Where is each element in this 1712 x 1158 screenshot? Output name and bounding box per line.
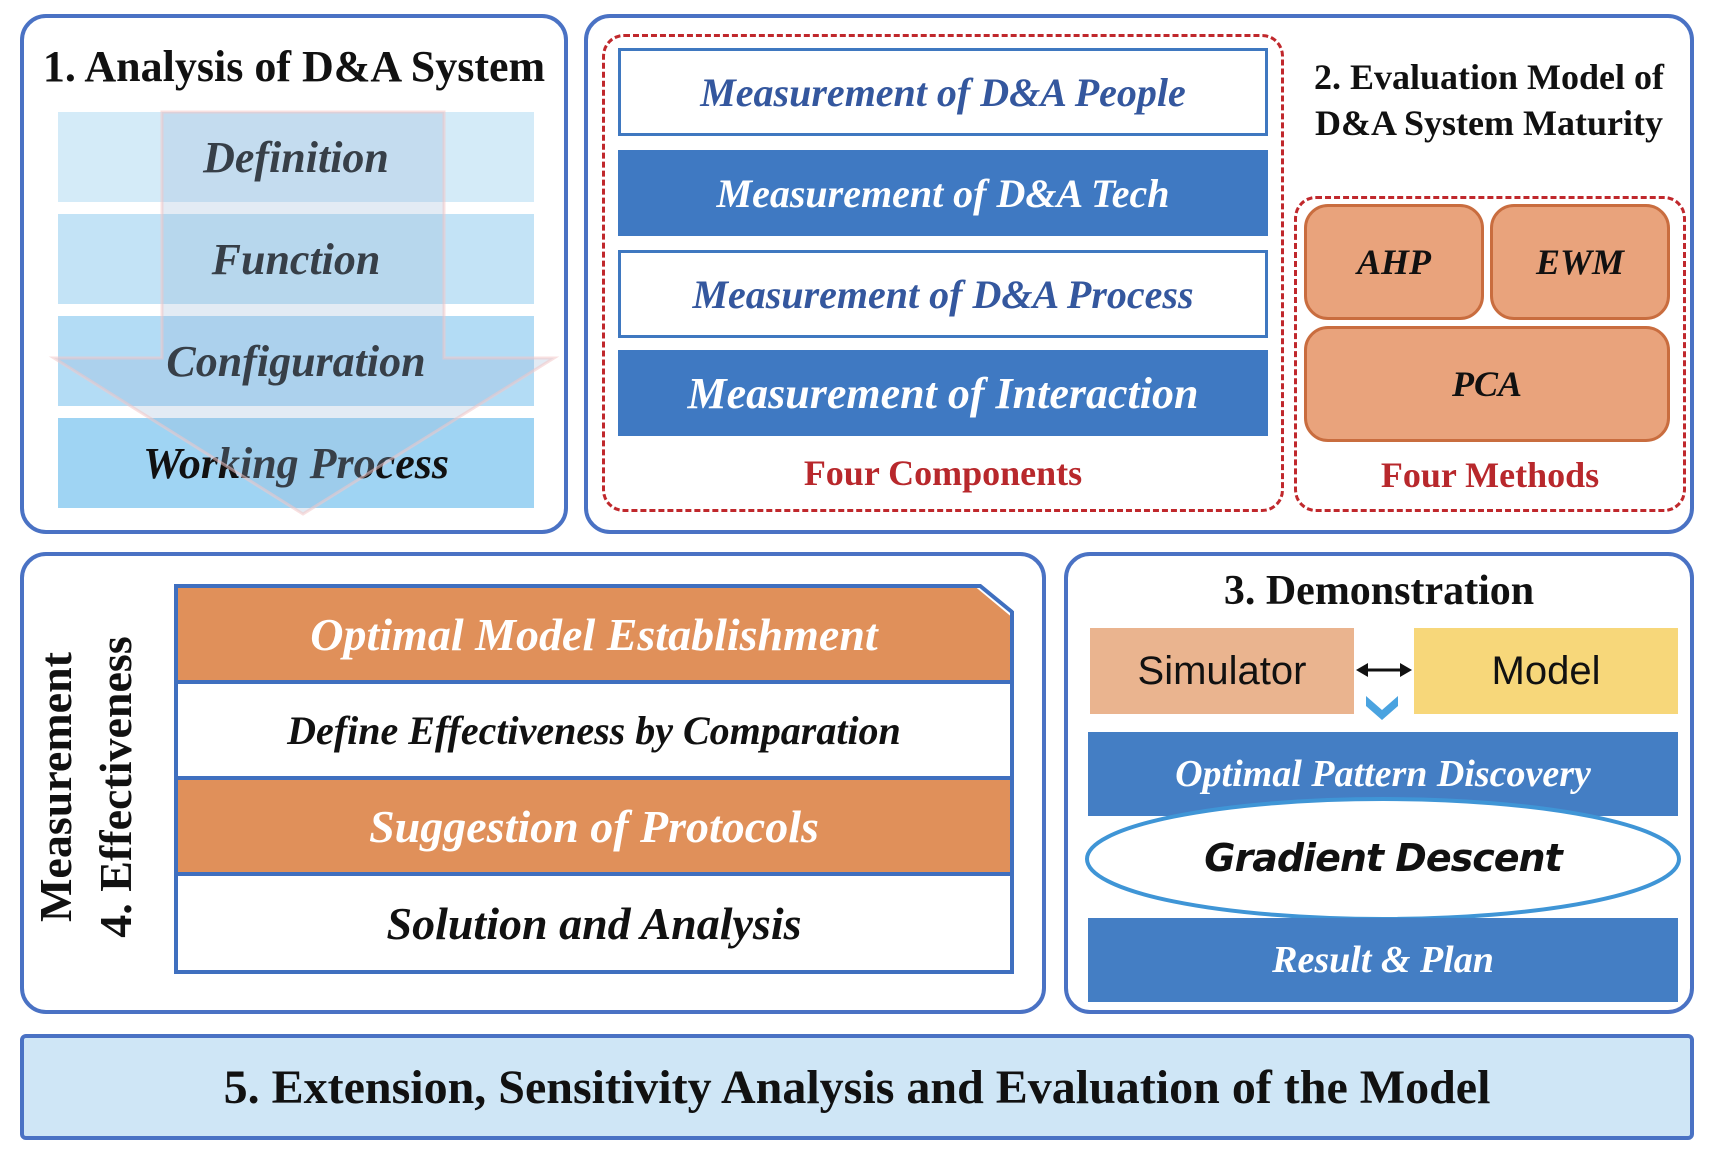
stack-corner <box>977 584 1014 614</box>
effectiveness-row-optimal-model: Optimal Model Establishment <box>178 588 1010 680</box>
analysis-item-configuration: Configuration <box>58 316 534 406</box>
effectiveness-row-protocols: Suggestion of Protocols <box>178 780 1010 872</box>
components-group <box>602 34 1284 512</box>
effectiveness-row-define: Define Effectiveness by Comparation <box>178 684 1010 776</box>
evaluation-panel: Measurement of D&A People Measurement of… <box>584 14 1694 534</box>
component-people: Measurement of D&A People <box>618 48 1268 136</box>
analysis-item-function: Function <box>58 214 534 304</box>
down-arrow-icon <box>48 110 560 516</box>
model-box: Model <box>1414 628 1678 714</box>
analysis-panel: 1. Analysis of D&A System Definition Fun… <box>20 14 568 534</box>
effectiveness-title: 4. Effectiveness Measurement <box>30 596 180 976</box>
component-tech: Measurement of D&A Tech <box>618 150 1268 236</box>
method-ewm: EWM <box>1490 204 1670 320</box>
demonstration-panel: 3. Demonstration Simulator Model Optimal… <box>1064 552 1694 1014</box>
evaluation-title-line2: D&A System Maturity <box>1315 103 1663 143</box>
evaluation-title-line1: 2. Evaluation Model of <box>1313 57 1664 97</box>
result-plan-bar: Result & Plan <box>1088 918 1678 1002</box>
gradient-descent-label: Gradient Descent <box>1204 836 1562 880</box>
row-separator <box>178 872 1010 876</box>
effectiveness-title-line2: Measurement <box>29 652 81 922</box>
effectiveness-panel: 4. Effectiveness Measurement Optimal Mod… <box>20 552 1046 1014</box>
component-process: Measurement of D&A Process <box>618 250 1268 338</box>
row-separator <box>178 680 1010 684</box>
methods-group <box>1294 196 1686 512</box>
component-interaction: Measurement of Interaction <box>618 350 1268 436</box>
components-label: Four Components <box>803 453 1083 493</box>
methods-label: Four Methods <box>1380 455 1600 495</box>
analysis-item-definition: Definition <box>58 112 534 202</box>
method-ahp: AHP <box>1304 204 1484 320</box>
method-pca: PCA <box>1304 326 1670 442</box>
bidirectional-arrow-icon <box>1356 663 1412 677</box>
row-separator <box>178 776 1010 780</box>
effectiveness-title-line1: 4. Effectiveness <box>89 636 141 938</box>
chevron-down-icon <box>1366 696 1398 720</box>
demonstration-title: 3. Demonstration <box>1223 568 1535 614</box>
analysis-item-working-process: Working Process <box>58 418 534 508</box>
footer-banner: 5. Extension, Sensitivity Analysis and E… <box>20 1034 1694 1140</box>
simulator-box: Simulator <box>1090 628 1354 714</box>
effectiveness-row-solution: Solution and Analysis <box>178 876 1010 970</box>
analysis-title: 1. Analysis of D&A System <box>42 41 546 91</box>
